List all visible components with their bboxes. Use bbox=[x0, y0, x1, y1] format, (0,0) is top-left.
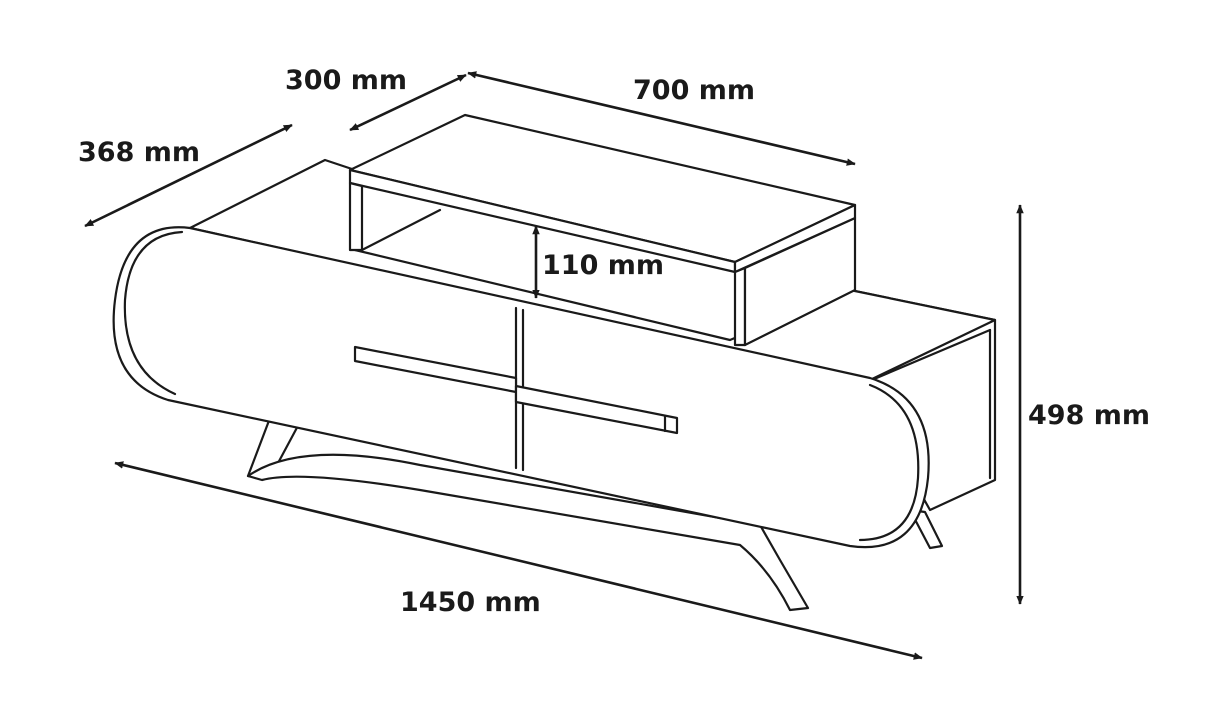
cabinet-front-edge bbox=[123, 230, 184, 396]
dim-label-top-shelf-width: 700 mm bbox=[633, 75, 756, 106]
dim-label-total-width: 1450 mm bbox=[400, 587, 541, 618]
cabinet-top-surface bbox=[188, 158, 997, 382]
dim-arrow-1450 bbox=[114, 461, 923, 660]
dim-label-cabinet-depth: 368 mm bbox=[78, 137, 201, 168]
dim-label-top-shelf-depth: 300 mm bbox=[285, 65, 408, 96]
dim-arrow-368 bbox=[84, 123, 293, 228]
door-handles bbox=[353, 345, 679, 435]
dim-label-shelf-height: 110 mm bbox=[542, 250, 665, 281]
dim-label-total-height: 498 mm bbox=[1028, 400, 1151, 431]
dim-arrow-300 bbox=[349, 73, 467, 132]
dim-arrow-700 bbox=[467, 71, 856, 166]
